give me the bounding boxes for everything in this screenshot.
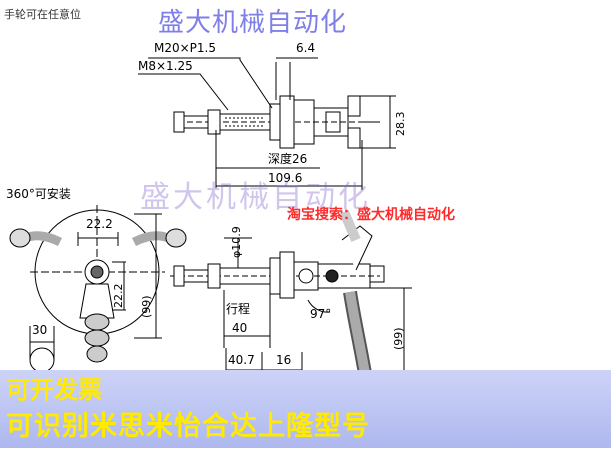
bottom-banner <box>0 370 611 448</box>
shop-search-text: 淘宝搜索：盛大机械自动化 <box>287 207 455 223</box>
label-30: 30 <box>32 323 47 337</box>
label-thread-small: M8×1.25 <box>138 59 193 73</box>
label-40: 40 <box>232 321 247 335</box>
top-dimensions <box>138 57 396 190</box>
label-angle: 97° <box>310 307 331 321</box>
label-109-6: 109.6 <box>268 171 302 185</box>
watermark-top: 盛大机械自动化 <box>158 8 348 38</box>
top-clamp-view <box>173 95 380 149</box>
top-note: 手轮可在任意位 <box>4 8 81 21</box>
label-6-4: 6.4 <box>296 41 315 55</box>
label-16: 16 <box>276 353 291 367</box>
watermark-middle: 盛大机械自动化 <box>140 180 371 215</box>
label-22-2: 22.2 <box>86 217 113 231</box>
brand-compatibility-text: 可识别米思米怡合达上隆型号 <box>6 411 370 442</box>
label-99-left: (99) <box>140 295 153 318</box>
label-22-2-vertical: 22.2 <box>112 284 125 309</box>
label-99-right: (99) <box>392 327 405 350</box>
rotation-view <box>9 205 187 373</box>
label-stroke: 行程 <box>226 301 250 316</box>
label-install: 360°可安装 <box>6 186 71 201</box>
label-thread-big: M20×P1.5 <box>154 41 216 55</box>
label-depth: 深度26 <box>268 151 307 166</box>
label-28-3: 28.3 <box>394 112 407 137</box>
label-phi: φ10.9 <box>230 226 243 258</box>
invoice-text: 可开发票 <box>6 375 102 404</box>
label-40-7: 40.7 <box>228 353 255 367</box>
